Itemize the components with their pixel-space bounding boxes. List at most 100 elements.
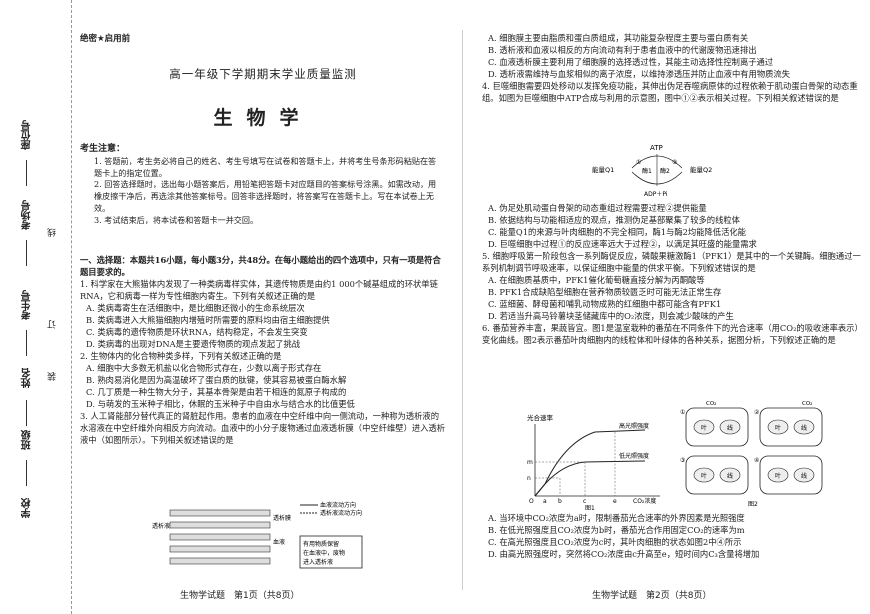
question-2: 2. 生物体内的化合物种类多样，下列有关叙述正确的是 — [80, 351, 282, 362]
label-blood: 血液 — [273, 538, 285, 546]
cut-mark: 装 — [48, 372, 58, 381]
secret-label: 绝密★启用前 — [80, 34, 131, 44]
field-student-no: 考生号 — [22, 290, 33, 320]
high-light-curve — [534, 429, 646, 497]
co2-label: CO₂ — [706, 401, 716, 407]
figure2-caption: 图2 — [748, 501, 758, 508]
question-6: 6. 番茄营养丰富，果蔬皆宜。图1是温室栽种的番茄在不同条件下的光合速率（用CO… — [482, 323, 863, 346]
field-line — [26, 400, 27, 426]
energy-q1-label: 能量Q1 — [592, 165, 614, 174]
option: A. 类病毒寄生在活细胞中，是比细胞还微小的生命系统层次 — [86, 303, 305, 314]
note-item: 1. 答题前，考生务必将自己的姓名、考生号填写在试卷和答题卡上，并将考生号条形码… — [94, 156, 437, 178]
option: D. 类病毒的出现对DNA是主要遗传物质的观点发起了挑战 — [86, 339, 301, 350]
option: B. 在低光照强度且CO₂浓度为b时，番茄光合作用固定CO₂的速率为m — [488, 525, 745, 536]
option: C. 在高光照强度且CO₂浓度为c时，其叶肉细胞的状态如图2中④所示 — [488, 537, 742, 548]
option: C. 血液透析膜主要利用了细胞膜的选择透过性，其能主动选择性控制离子通过 — [488, 57, 774, 68]
label-membrane: 透析膜 — [273, 514, 291, 522]
page-divider — [462, 30, 463, 590]
figure1-ylabel: 光合速率 — [527, 413, 554, 422]
callout-text: 有用物质保留 — [303, 540, 339, 548]
field-seat: 座位号 — [22, 120, 33, 150]
y-tick: m — [527, 459, 533, 466]
option: C. 类病毒的遗传物质是环状RNA，结构稳定，不会发生突变 — [86, 327, 308, 338]
question-4: 4. 巨噬细胞需要四处移动以发挥免疫功能，其伸出伪足吞噬病原体的过程依赖于肌动蛋… — [482, 81, 858, 104]
option: A. 伪足处肌动蛋白骨架的动态重组过程需要过程②提供能量 — [488, 203, 707, 213]
notes-heading: 考生注意： — [80, 144, 126, 154]
candidate-notes: 考生注意： 1. 答题前，考生务必将自己的姓名、考生号填写在试卷和答题卡上，并将… — [80, 141, 442, 226]
question-section-3: A. 伪足处肌动蛋白骨架的动态重组过程需要过程②提供能量 B. 依据结构与功能相… — [482, 202, 866, 346]
low-light-curve — [534, 460, 646, 497]
callout-text: 进入透析液 — [303, 558, 333, 566]
subject-title: 生物学 — [213, 107, 313, 129]
question-5: 5. 细胞呼吸第一阶段包含一系列酶促反应，磷酸果糖激酶1（PFK1）是其中的一个… — [482, 251, 861, 274]
option: C. 蓝细菌、酵母菌和哺乳动物成熟的红细胞中都可能含有PFK1 — [488, 299, 722, 310]
atp-label: ATP — [650, 144, 663, 152]
option: A. 细胞膜主要由脂质和蛋白质组成，其功能复杂程度主要与蛋白质有关 — [488, 33, 749, 43]
footer-page2: 生物学试题 第2页（共8页） — [592, 591, 712, 601]
panel-label: ② — [754, 409, 760, 416]
option: B. PFK1合成缺陷型细胞在营养物质较匮乏时可能无法正常生存 — [488, 287, 722, 298]
option: B. 类病毒进入大熊猫细胞内增殖时所需要的原料均由宿主细胞提供 — [86, 315, 330, 326]
option: D. 若适当升高马铃薯块茎储藏库中的O₂浓度，则会减少酸味的产生 — [488, 311, 734, 322]
low-light-label: 低光照强度 — [619, 452, 649, 460]
dialysis-figure: 血液流动方向 透析液流动方向 透析液 透析膜 血液 有用物质保留 在血液中，废物… — [152, 501, 363, 569]
figure1-xlabel: CO₂浓度 — [633, 497, 656, 505]
option: A. 细胞中大多数无机盐以化合物形式存在，少数以离子形式存在 — [86, 363, 322, 374]
x-tick: e — [613, 498, 617, 505]
step2-label: ② — [672, 159, 678, 166]
footer-page1: 生物学试题 第1页（共8页） — [180, 591, 300, 601]
x-tick: O — [529, 498, 534, 505]
energy-q2-label: 能量Q2 — [690, 165, 712, 174]
chloroplast-label: 叶 — [775, 424, 781, 432]
x-tick: a — [543, 498, 547, 505]
atp-cycle-figure: 能量Q1 能量Q2 ATP ADP＋Pi 酶1 酶2 ① ② — [592, 144, 712, 198]
fiber-tube — [169, 557, 271, 565]
chloroplast-label: 叶 — [775, 472, 781, 480]
option: A. 当环境中CO₂浓度为a时，限制番茄光合速率的外界因素是光照强度 — [488, 513, 745, 523]
option: A. 在细胞质基质中，PFK1催化葡萄糖直接分解为丙酮酸等 — [488, 275, 705, 286]
note-item: 2. 回答选择题时，选出每小题答案后，用铅笔把答题卡对应题目的答案标号涂黑。如需… — [94, 179, 437, 213]
high-light-label: 高光照强度 — [619, 422, 649, 430]
cell-panel-3: 叶 线 ③ — [680, 455, 749, 495]
figure1-graph: 光合速率 高光照强度 低光照强度 m n O a b c e CO₂浓度 图1 — [527, 413, 660, 510]
field-room: 考场号 — [22, 200, 33, 230]
option: D. 巨噬细胞中过程①的反应速率远大于过程②，以满足其旺盛的能量需求 — [488, 239, 757, 250]
field-name: 姓名 — [22, 368, 33, 388]
binding-strip: 座位号 考场号 考生号 姓名 班级 学校 线 订 装 — [0, 0, 72, 614]
legend-blood-label: 血液流动方向 — [320, 501, 356, 509]
cut-mark: 订 — [48, 320, 58, 329]
enzyme1-label: 酶1 — [642, 167, 652, 175]
chloroplast-label: 叶 — [701, 424, 707, 432]
mitochondrion-label: 线 — [801, 472, 807, 480]
x-tick: c — [583, 498, 586, 505]
label-dialysate: 透析液 — [152, 522, 170, 530]
adp-label: ADP＋Pi — [644, 191, 668, 198]
exam-title: 高一年级下学期期末学业质量监测 — [169, 67, 357, 81]
mitochondrion-label: 线 — [801, 424, 807, 432]
mitochondrion-label: 线 — [727, 472, 733, 480]
option: D. 与萌发的玉米种子相比，休眠的玉米种子中自由水与结合水的比值更低 — [86, 399, 355, 410]
figure1-caption: 图1 — [585, 505, 595, 510]
cell-panel-1: 叶 线 ① CO₂ — [680, 401, 749, 447]
field-line — [26, 240, 27, 266]
cell-panel-2: 叶 线 ② CO₂ — [754, 401, 823, 447]
question-section-2: A. 细胞膜主要由脂质和蛋白质组成，其功能复杂程度主要与蛋白质有关 B. 透析液… — [482, 32, 866, 104]
field-line — [26, 330, 27, 356]
x-tick: b — [558, 498, 562, 505]
cut-mark: 线 — [48, 228, 58, 237]
section-heading: 一、选择题：本题共16小题，每小题3分，共48分。在每小题给出的四个选项中，只有… — [80, 255, 441, 278]
question-1: 1. 科学家在大熊猫体内发现了一种类病毒样实体，其遗传物质是由约1 000个碱基… — [80, 279, 438, 302]
option: B. 透析液和血液以相反的方向流动有利于患者血液中的代谢废物迅速排出 — [488, 45, 757, 56]
callout-box — [299, 535, 363, 569]
question-section-1: 一、选择题：本题共16小题，每小题3分，共48分。在每小题给出的四个选项中，只有… — [80, 254, 446, 446]
step1-label: ① — [636, 159, 641, 166]
note-item: 3. 考试结束后，将本试卷和答题卡一并交回。 — [94, 214, 259, 225]
callout-text: 在血液中，废物 — [303, 549, 345, 557]
panel-label: ① — [680, 409, 685, 416]
field-line — [26, 160, 27, 186]
fiber-tube — [169, 509, 271, 517]
fiber-tube — [169, 521, 271, 529]
mitochondrion-label: 线 — [727, 424, 733, 432]
co2-label: CO₂ — [802, 401, 812, 407]
legend-dialysate-label: 透析液流动方向 — [320, 509, 362, 517]
